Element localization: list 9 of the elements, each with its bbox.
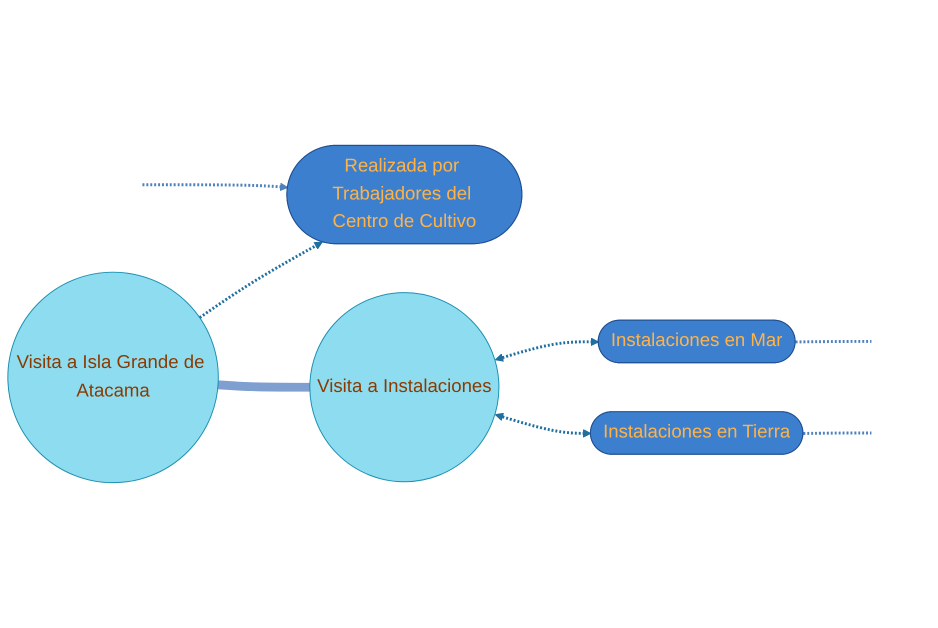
connector [803, 432, 872, 435]
arrow [142, 182, 288, 192]
arrow [198, 242, 323, 319]
connector [218, 380, 310, 392]
node-circle: Visita a Isla Grande de Atacama [7, 272, 219, 484]
connector [796, 340, 872, 344]
node-circle: Visita a Instalaciones [309, 292, 500, 482]
arrow [494, 338, 600, 362]
arrow [494, 412, 592, 438]
